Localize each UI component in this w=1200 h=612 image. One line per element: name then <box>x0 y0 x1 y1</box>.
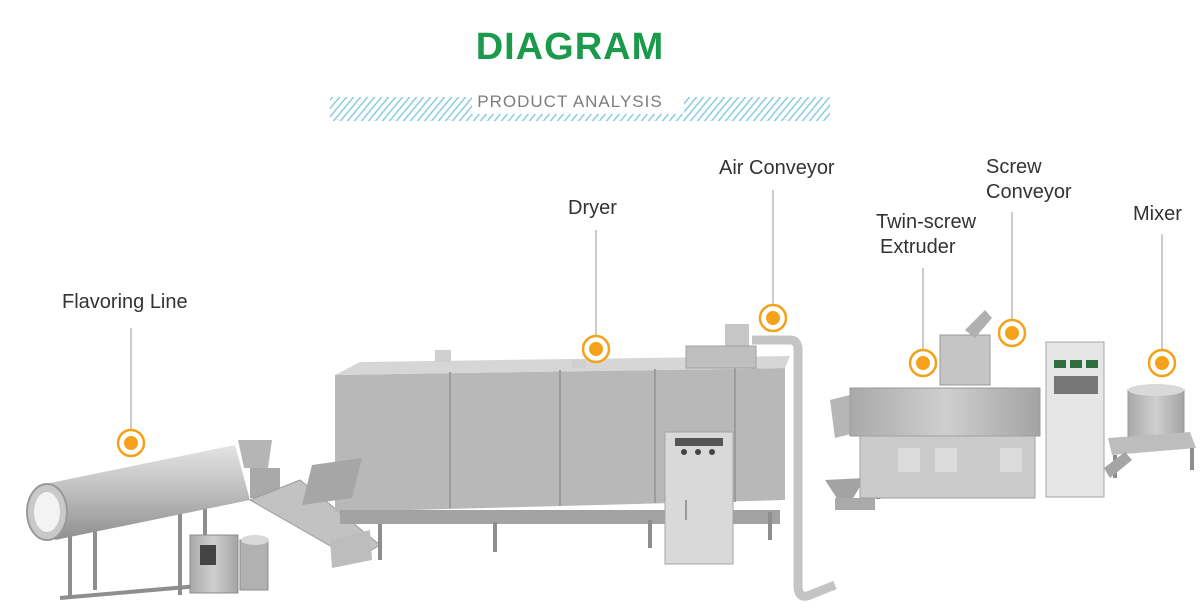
flavoring-line-machine <box>26 440 381 600</box>
air-conveyor-label: Air Conveyor <box>719 157 835 179</box>
screw-conveyor-marker-icon <box>997 318 1027 348</box>
twin-screw-extruder-label-line1: Twin-screw <box>876 211 977 233</box>
screw-conveyor-label-line2: Conveyor <box>986 181 1072 203</box>
dryer-marker-icon <box>581 334 611 364</box>
twin-screw-extruder-machine <box>830 310 1105 499</box>
dryer-label: Dryer <box>568 197 617 219</box>
mixer-label: Mixer <box>1133 203 1182 225</box>
twin-screw-extruder-label: Twin-screw Extruder <box>876 210 976 260</box>
dryer-machine <box>302 350 790 568</box>
air-conveyor-marker-icon <box>758 303 788 333</box>
mixer-marker-icon <box>1147 348 1177 378</box>
subtitle-backdrop <box>472 92 684 114</box>
page-subtitle: PRODUCT ANALYSIS <box>477 92 663 111</box>
mixer-machine <box>1104 384 1196 478</box>
twin-screw-extruder-label-line2: Extruder <box>880 236 956 258</box>
flavoring-line-marker-icon <box>116 428 146 458</box>
twin-screw-extruder-marker-icon <box>908 348 938 378</box>
screw-conveyor-label-line1: Screw <box>986 156 1042 178</box>
page-title: DIAGRAM <box>475 26 665 68</box>
screw-conveyor-label: Screw Conveyor <box>986 155 1072 205</box>
flavoring-line-label: Flavoring Line <box>62 291 188 313</box>
